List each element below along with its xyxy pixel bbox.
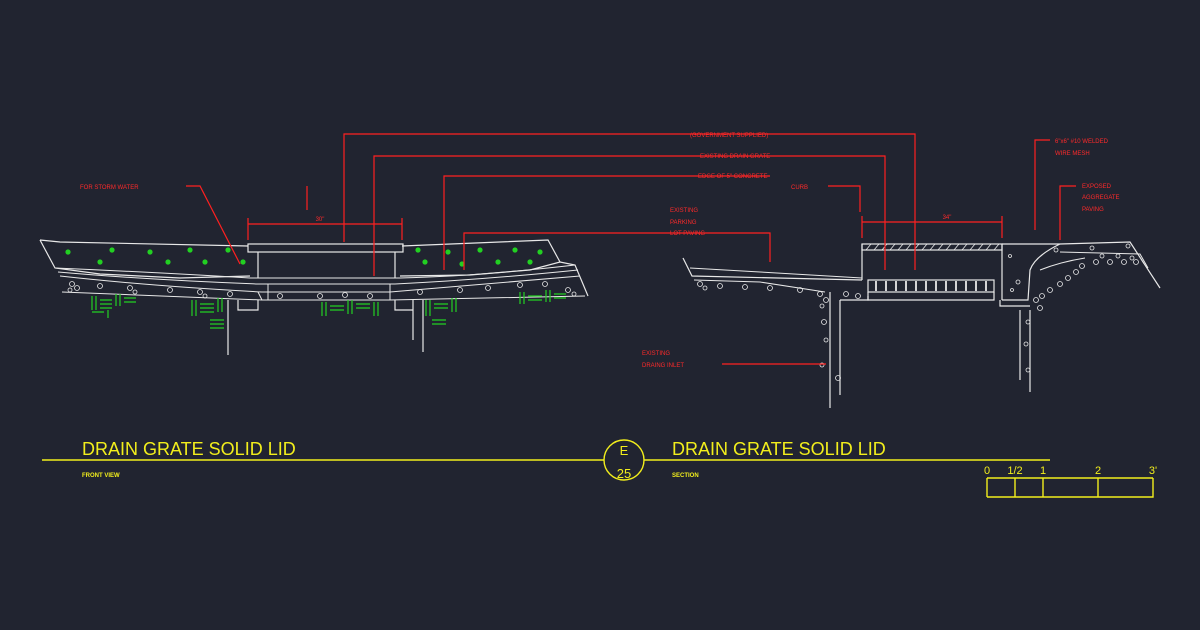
note-existing-grate: EXISTING DRAIN GRATE (700, 154, 770, 160)
detail-bubble-sheet: E (620, 443, 629, 458)
curb-paving-surface (1059, 251, 1149, 269)
paving-layer-2 (57, 269, 579, 285)
curb-top (1059, 241, 1161, 289)
note-existing-parking-2: PARKING (670, 220, 697, 226)
note-wire-mesh-2: WIRE MESH (1055, 151, 1090, 157)
section-inlet-left (829, 292, 869, 408)
curb-outline (1002, 243, 1061, 301)
curb-sweep (1039, 257, 1086, 271)
root-hatch (91, 290, 566, 329)
front-view-subtitle: FRONT VIEW (82, 473, 120, 479)
note-curb: CURB (791, 185, 808, 191)
inlet-box-left-wall (227, 300, 259, 355)
front-view-title: DRAIN GRATE SOLID LID (82, 439, 296, 459)
grate-lid (247, 243, 404, 253)
section-grate-seat (867, 292, 995, 301)
detail-bubble (603, 439, 645, 481)
grate-bars (875, 281, 987, 291)
note-gov-supplied: (GOVERNMENT SUPPLIED) (690, 133, 768, 139)
section-view-title: DRAIN GRATE SOLID LID (672, 439, 886, 459)
grate-frame (257, 252, 396, 278)
section-view-subtitle: SECTION (672, 473, 699, 479)
annotation-leaders (186, 133, 1076, 365)
aggregate-pattern-section (697, 243, 1139, 381)
section-grate-frame (861, 244, 1003, 300)
scale-bar: 0 1/2 1 2 3' (984, 465, 1157, 498)
ground-right-edge (401, 239, 561, 263)
grate-hatch (865, 243, 1000, 251)
section-pavement-base (693, 279, 826, 293)
inlet-lip-left (257, 283, 269, 301)
note-exposed-2: AGGREGATE (1082, 195, 1120, 201)
note-drain-inlet-1: EXISTING (642, 351, 670, 357)
inlet-box-right-wall (394, 300, 424, 352)
note-existing-parking-1: EXISTING (670, 208, 698, 214)
ground-left-edge (39, 239, 249, 247)
section-pavement-top (689, 267, 863, 279)
dimension-text-front: 30" (316, 217, 325, 223)
note-wire-mesh-1: 6"x6" #10 WELDED (1055, 139, 1109, 145)
section-inlet-right (999, 300, 1031, 392)
scale-label-0: 0 (984, 465, 990, 477)
scale-label-1: 1 (1040, 465, 1046, 477)
paving-layer-3 (59, 275, 581, 293)
scale-label-half: 1/2 (1007, 465, 1022, 477)
note-exposed-3: PAVING (1082, 207, 1104, 213)
paving-layer-1 (54, 264, 576, 279)
scale-bar-graphic (986, 477, 1154, 498)
scale-label-3: 3' (1149, 465, 1157, 477)
note-drain-inlet-2: DRAING INLET (642, 363, 684, 369)
scale-label-2: 2 (1095, 465, 1101, 477)
aggregate-pattern-front (67, 281, 577, 299)
title-block: DRAIN GRATE SOLID LID FRONT VIEW DRAIN G… (42, 439, 1050, 481)
paving-base (61, 291, 586, 301)
grate-bar-band (867, 279, 995, 293)
inlet-lip-right (385, 283, 391, 300)
section-pavement-left (682, 257, 863, 281)
dimension-text-section: 34" (943, 215, 952, 221)
ground-top-line (39, 239, 251, 279)
dimension-line-section (861, 216, 1003, 238)
note-edge-concrete: EDGE OF 5" CONCRETE (698, 174, 767, 180)
front-view-drawing (39, 218, 589, 355)
note-storm-water: FOR STORM WATER (80, 185, 139, 191)
planting-dots (65, 247, 543, 267)
section-view-drawing (682, 216, 1161, 408)
dimension-line-front (247, 218, 403, 240)
note-exposed-1: EXPOSED (1082, 184, 1112, 190)
note-existing-parking-3: LOT PAVING (670, 231, 705, 237)
detail-bubble-number: 25 (617, 466, 631, 481)
